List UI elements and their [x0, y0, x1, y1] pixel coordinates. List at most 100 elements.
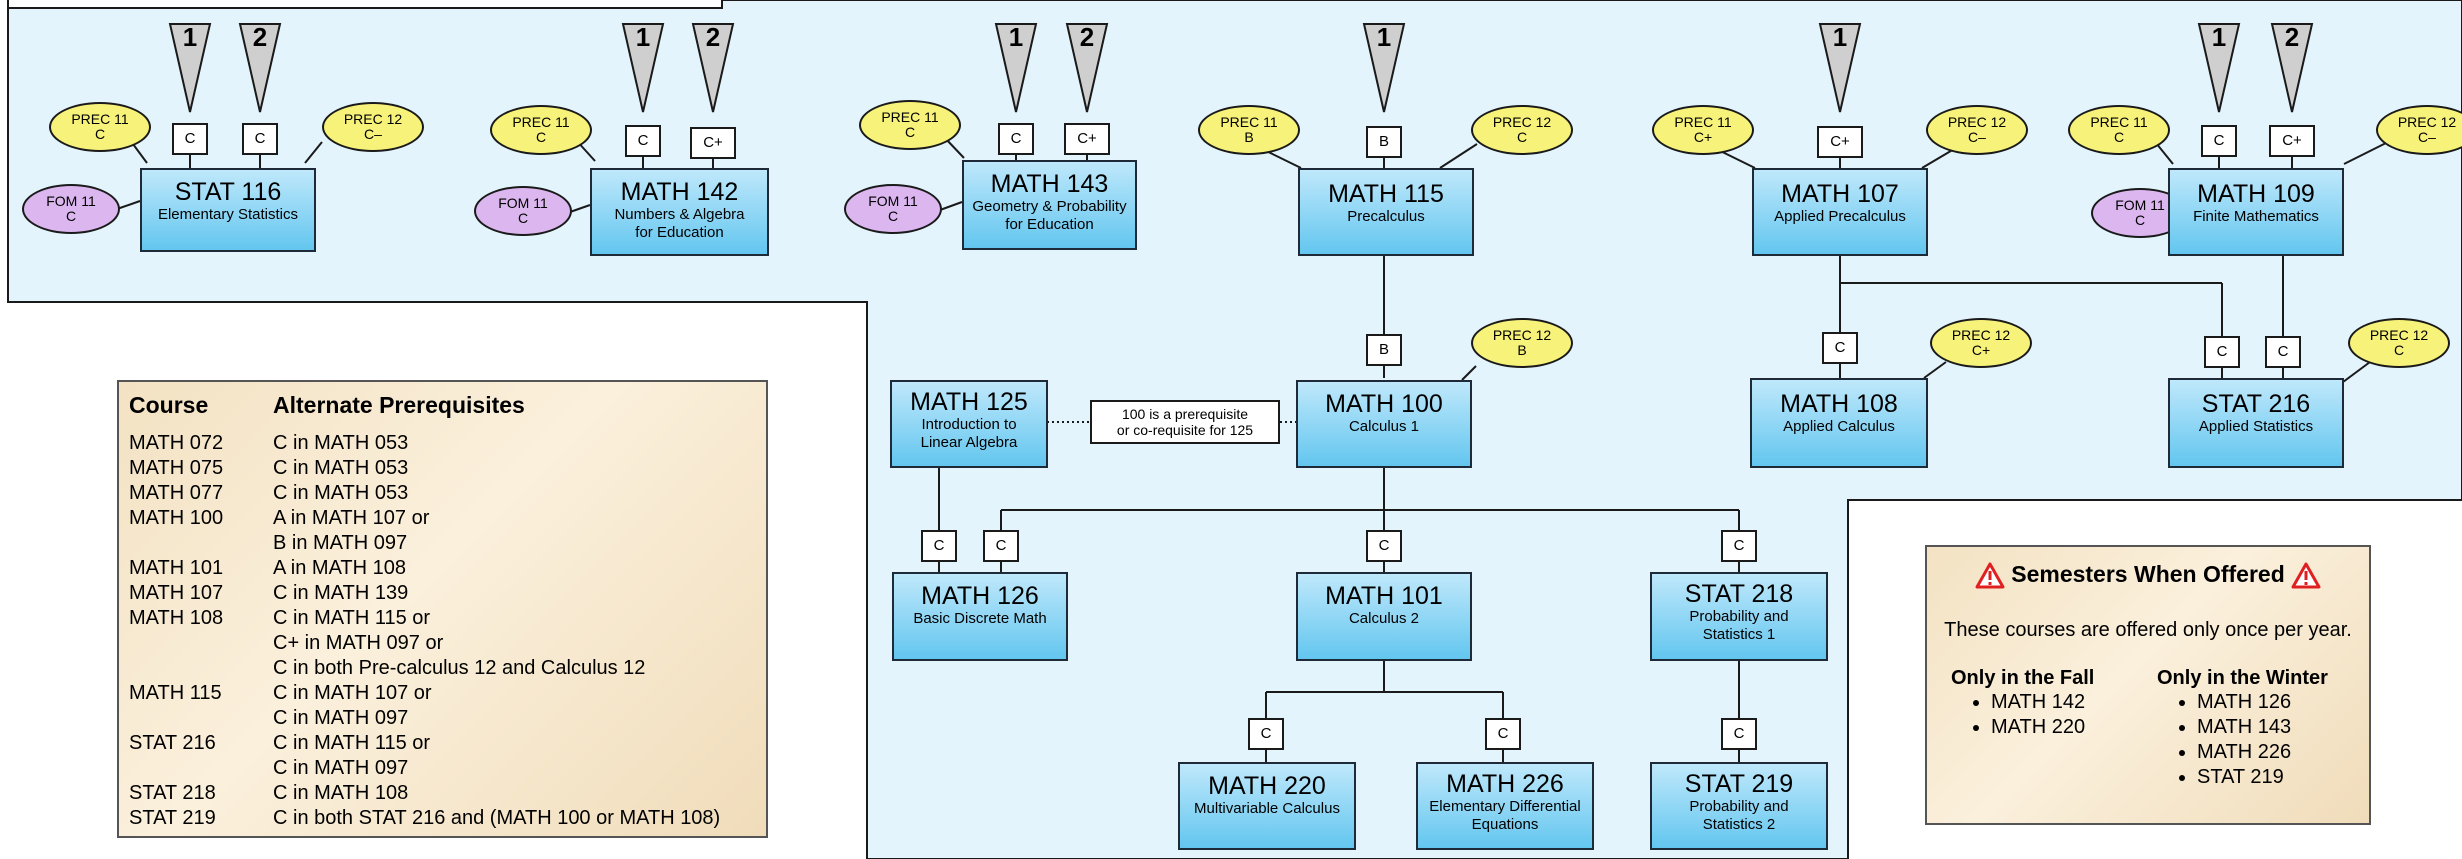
triangle-number: 1 [1832, 22, 1848, 52]
table-row: MATH 075 C in MATH 053 [129, 456, 720, 481]
course-cell: MATH 107 [129, 582, 224, 604]
grade-box: C [625, 125, 661, 157]
alternate-cell: C in MATH 115 or [273, 732, 431, 754]
triangle-number: 2 [705, 22, 721, 52]
alternate-cell: C in MATH 097 [273, 707, 409, 729]
course-cell: MATH 075 [129, 457, 224, 479]
grade-box: C+ [690, 127, 736, 159]
semesters-panel: Semesters When Offered These courses are… [1925, 545, 2371, 825]
alternate-cell: C in MATH 097 [273, 757, 409, 779]
grade-box: C [1721, 718, 1757, 750]
table-row: STAT 219 C in both STAT 216 and (MATH 100… [129, 806, 720, 831]
course-cell [129, 706, 273, 731]
list-item: MATH 143 [2197, 715, 2328, 740]
semesters-description: These courses are offered only once per … [1944, 619, 2352, 641]
triangle-stat116-1 [168, 23, 212, 113]
table-row: MATH 108 C in MATH 115 or [129, 606, 720, 631]
triangle-number: 1 [2211, 22, 2227, 52]
table-header-row: Course Alternate Prerequisites [129, 392, 720, 431]
fall-list: MATH 142MATH 220 [1951, 690, 2094, 740]
alternate-cell: C in MATH 108 [273, 782, 409, 804]
grade-box: C [1485, 718, 1521, 750]
triangle-math142-2 [691, 23, 735, 113]
triangle-number: 1 [1008, 22, 1024, 52]
triangle-number: 2 [2284, 22, 2300, 52]
table-row: MATH 100 A in MATH 107 or [129, 506, 720, 531]
alternate-cell: C+ in MATH 097 or [273, 632, 444, 654]
course-cell: MATH 115 [129, 682, 222, 704]
alternate-cell: C in MATH 115 or [273, 607, 431, 629]
placement-triangles [168, 23, 2314, 113]
grade-box: C [172, 123, 208, 155]
course-cell [129, 631, 273, 656]
list-item: MATH 226 [2197, 740, 2328, 765]
grade-box: C+ [1064, 123, 1110, 155]
course-cell: STAT 216 [129, 732, 216, 754]
course-cell: MATH 101 [129, 557, 224, 579]
column-header-course: Course [129, 392, 209, 418]
triangle-number: 1 [182, 22, 198, 52]
grade-box: C [1248, 718, 1284, 750]
triangle-stat116-2 [238, 23, 282, 113]
table-row: C in both Pre-calculus 12 and Calculus 1… [129, 656, 720, 681]
alternate-cell: C in MATH 053 [273, 432, 409, 454]
grade-box: C [2201, 125, 2237, 157]
grade-box: C+ [2269, 125, 2315, 157]
course-cell: STAT 219 [129, 807, 216, 829]
alternate-cell: C in both Pre-calculus 12 and Calculus 1… [273, 657, 646, 679]
grade-box: C [1366, 530, 1402, 562]
grade-box: C [2265, 336, 2301, 368]
alternate-cell: C in both STAT 216 and (MATH 100 or MATH… [273, 807, 721, 829]
fall-heading: Only in the Fall [1951, 667, 2095, 689]
table-row: STAT 218 C in MATH 108 [129, 781, 720, 806]
triangle-math142-1 [621, 23, 665, 113]
list-item: MATH 142 [1991, 690, 2094, 715]
warning-icon [1975, 562, 2005, 589]
triangle-number: 2 [1079, 22, 1095, 52]
course-cell [129, 531, 273, 556]
triangle-math109-2 [2270, 23, 2314, 113]
course-cell: STAT 218 [129, 782, 216, 804]
course-cell: MATH 077 [129, 482, 224, 504]
fall-column: Only in the Fall MATH 142MATH 220 [1951, 667, 2094, 740]
alternate-cell: C in MATH 053 [273, 457, 409, 479]
table-row: STAT 216 C in MATH 115 or [129, 731, 720, 756]
grade-box: C [1822, 332, 1858, 364]
triangle-math143-1 [994, 23, 1038, 113]
semesters-title: Semesters When Offered [1927, 561, 2369, 589]
course-cell: MATH 108 [129, 607, 224, 629]
triangle-number: 2 [252, 22, 268, 52]
table-row: C in MATH 097 [129, 706, 720, 731]
grade-box: C [998, 123, 1034, 155]
alternate-cell: A in MATH 107 or [273, 507, 430, 529]
course-cell: MATH 100 [129, 507, 224, 529]
grade-box: C [2204, 336, 2240, 368]
triangle-math143-2 [1065, 23, 1109, 113]
winter-heading: Only in the Winter [2157, 667, 2328, 689]
table-row: C+ in MATH 097 or [129, 631, 720, 656]
triangle-math107-1 [1818, 23, 1862, 113]
table-row: C in MATH 097 [129, 756, 720, 781]
